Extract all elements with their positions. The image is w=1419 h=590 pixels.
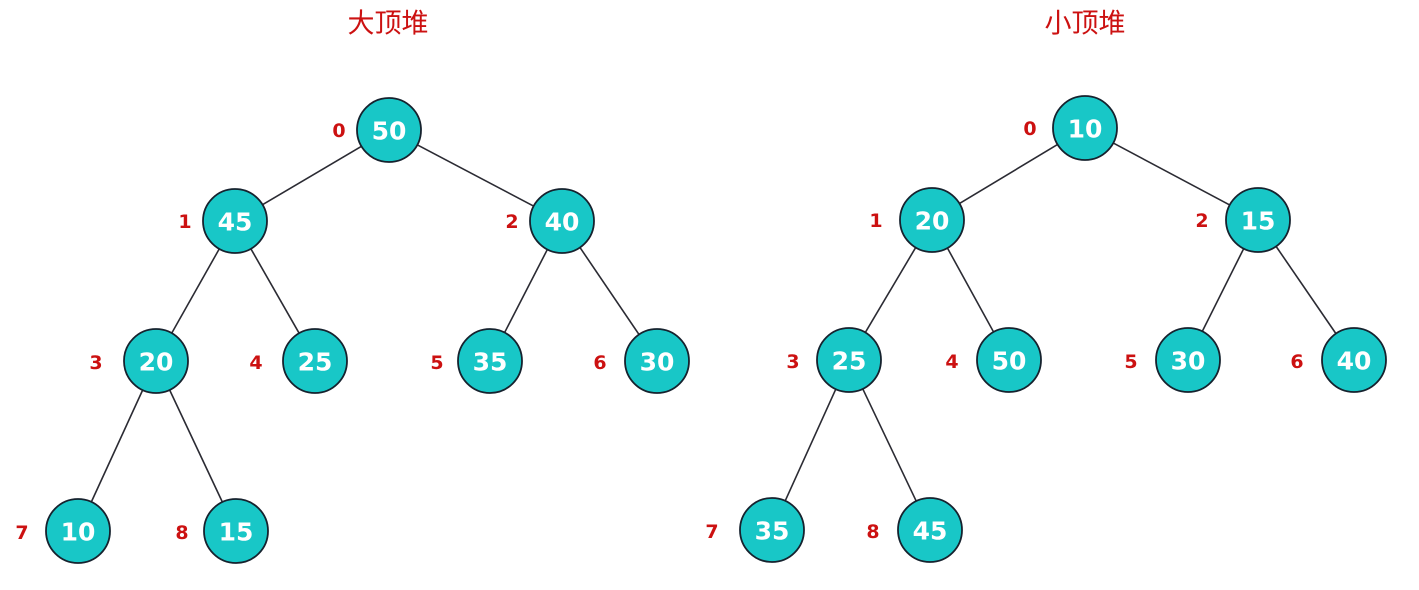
tree-edge (503, 247, 549, 335)
node-value-label: 10 (61, 518, 96, 547)
tree-node[interactable]: 20 3 (89, 328, 189, 394)
node-circle[interactable] (739, 497, 805, 563)
node-index-label: 0 (332, 120, 345, 142)
node-index-label: 3 (89, 352, 102, 374)
tree-edge (957, 142, 1060, 206)
node-index-label: 0 (1023, 118, 1036, 140)
node-value-label: 35 (755, 517, 790, 546)
node-index-label: 6 (593, 352, 606, 374)
node-circle[interactable] (202, 188, 268, 254)
tree-node[interactable]: 15 8 (175, 498, 269, 564)
node-circle[interactable] (1052, 95, 1118, 161)
node-circle[interactable] (624, 328, 690, 394)
node-value-label: 30 (1171, 347, 1206, 376)
node-index-label: 5 (430, 352, 443, 374)
tree-edge (1111, 141, 1232, 207)
tree-node[interactable]: 10 7 (15, 498, 111, 564)
tree-node[interactable]: 50 4 (945, 327, 1042, 393)
node-circle[interactable] (45, 498, 111, 564)
tree-node[interactable]: 45 8 (866, 497, 963, 563)
node-value-label: 45 (913, 517, 948, 546)
tree-edge (1200, 246, 1246, 334)
node-value-label: 25 (832, 347, 867, 376)
node-index-label: 4 (945, 351, 958, 373)
node-circle[interactable] (356, 97, 422, 163)
node-value-label: 15 (1241, 207, 1276, 236)
tree-edge (168, 387, 224, 505)
tree-edge (783, 386, 838, 504)
node-value-label: 20 (915, 207, 950, 236)
node-circle[interactable] (282, 328, 348, 394)
edge-group (89, 143, 641, 505)
tree-node[interactable]: 40 6 (1290, 327, 1387, 393)
node-index-label: 6 (1290, 351, 1303, 373)
node-circle[interactable] (123, 328, 189, 394)
node-value-label: 30 (640, 348, 675, 377)
node-circle[interactable] (816, 327, 882, 393)
tree-node[interactable]: 30 6 (593, 328, 690, 394)
tree-node[interactable]: 30 5 (1124, 327, 1221, 393)
node-value-label: 10 (1068, 115, 1103, 144)
node-circle[interactable] (897, 497, 963, 563)
node-index-label: 7 (705, 521, 718, 543)
heap-tree-min-heap: 小顶堆 10 0 20 1 15 2 25 3 50 4 30 5 40 6 35 7 45 8 (705, 9, 1387, 563)
node-value-label: 50 (372, 117, 407, 146)
tree-edge (260, 144, 364, 207)
node-circle[interactable] (1155, 327, 1221, 393)
tree-node[interactable]: 50 0 (332, 97, 422, 163)
node-index-label: 3 (786, 351, 799, 373)
tree-node[interactable]: 20 1 (869, 187, 965, 253)
tree-node[interactable]: 10 0 (1023, 95, 1118, 161)
tree-edge (863, 245, 918, 335)
node-circle[interactable] (1225, 187, 1291, 253)
node-value-label: 15 (219, 518, 254, 547)
tree-node[interactable]: 15 2 (1195, 187, 1291, 253)
heap-tree-max-heap: 大顶堆 50 0 45 1 40 2 20 3 25 4 35 5 30 6 10 7 15 8 (15, 9, 690, 564)
node-index-label: 2 (505, 211, 518, 233)
node-value-label: 40 (1337, 347, 1372, 376)
edge-group (783, 141, 1338, 504)
tree-node[interactable]: 40 2 (505, 188, 595, 254)
tree-edge (249, 246, 301, 336)
tree-title: 小顶堆 (1045, 9, 1126, 40)
tree-node[interactable]: 45 1 (178, 188, 268, 254)
tree-edge (415, 143, 536, 208)
node-circle[interactable] (899, 187, 965, 253)
node-value-label: 50 (992, 347, 1027, 376)
node-circle[interactable] (976, 327, 1042, 393)
tree-edge (170, 246, 221, 336)
tree-node[interactable]: 25 4 (249, 328, 348, 394)
tree-edge (89, 387, 145, 505)
tree-node[interactable]: 25 3 (786, 327, 882, 393)
node-index-label: 7 (15, 522, 28, 544)
node-index-label: 2 (1195, 210, 1208, 232)
tree-edge (578, 245, 641, 337)
node-circle[interactable] (457, 328, 523, 394)
node-index-label: 1 (869, 210, 882, 232)
tree-node[interactable]: 35 7 (705, 497, 805, 563)
tree-edge (861, 386, 918, 504)
tree-edge (945, 245, 996, 335)
node-index-label: 5 (1124, 351, 1137, 373)
tree-edge (1274, 244, 1338, 336)
tree-node[interactable]: 35 5 (430, 328, 523, 394)
node-index-label: 8 (175, 522, 188, 544)
node-circle[interactable] (203, 498, 269, 564)
node-value-label: 40 (545, 208, 580, 237)
node-value-label: 25 (298, 348, 333, 377)
node-value-label: 20 (139, 348, 174, 377)
node-index-label: 1 (178, 211, 191, 233)
node-index-label: 4 (249, 352, 262, 374)
node-circle[interactable] (529, 188, 595, 254)
node-index-label: 8 (866, 521, 879, 543)
node-value-label: 45 (218, 208, 253, 237)
node-circle[interactable] (1321, 327, 1387, 393)
node-value-label: 35 (473, 348, 508, 377)
tree-title: 大顶堆 (348, 9, 429, 40)
